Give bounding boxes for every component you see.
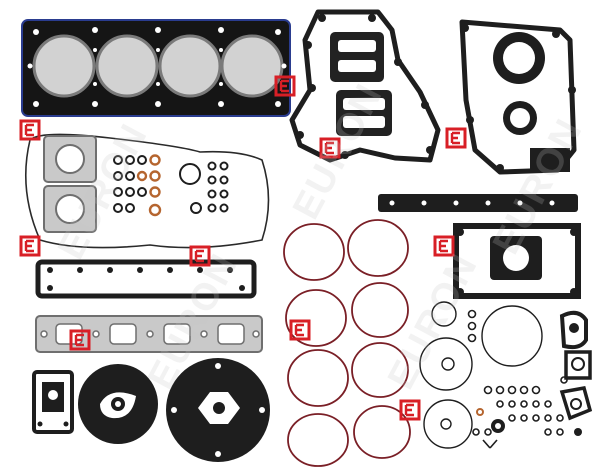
rocker-cover-gasket [35, 259, 257, 299]
small-shaft-seal [503, 101, 537, 135]
round-flange-gasket-large [166, 358, 270, 462]
valve-cover-gasket-lower [336, 90, 392, 136]
pump-cover-gasket [32, 370, 74, 434]
side-cover-gasket-strip [378, 194, 578, 212]
thermostat-gasket [559, 310, 588, 350]
manifold-flange-gasket-upper [43, 135, 97, 183]
crankshaft-seal [493, 32, 545, 84]
washer-set [113, 154, 229, 217]
valve-cover-gasket-upper [330, 32, 384, 82]
manifold-flange-gasket-lower [43, 185, 97, 233]
round-flange-gasket-small [78, 364, 158, 444]
oil-pan-gasket [453, 223, 581, 299]
fuel-pump-gasket [559, 385, 593, 421]
water-outlet-gasket [564, 350, 592, 380]
oil-pan-loop-seal [24, 133, 270, 249]
o-ring-set-medium [419, 301, 543, 449]
rear-cover-gasket [459, 19, 577, 175]
timing-cover-gasket [289, 9, 441, 163]
o-ring-set-large [283, 219, 411, 467]
small-seal-set [467, 309, 582, 449]
cylinder-head-gasket [21, 19, 291, 117]
